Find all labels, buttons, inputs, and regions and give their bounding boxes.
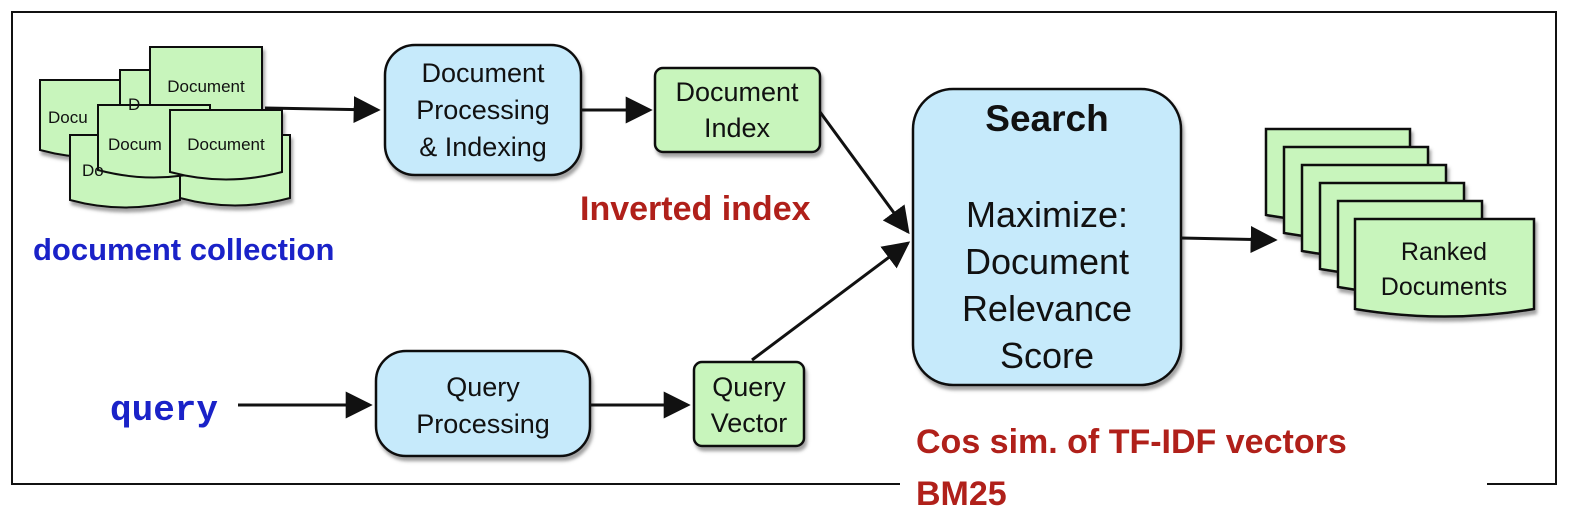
doc-fragment-label: D — [128, 95, 140, 114]
query-processing-box — [374, 349, 592, 458]
arrow-search-to-ranked — [1180, 225, 1278, 253]
query-vector-line-2: Vector — [711, 408, 788, 438]
query-vector-box — [692, 360, 806, 448]
index-line-2: Index — [704, 113, 771, 143]
arrow-collection-to-processing — [264, 96, 381, 124]
search-box — [911, 87, 1183, 387]
query-word: query — [110, 390, 218, 431]
doc-fragment-label: Docum — [108, 135, 162, 154]
doc-fragment-label: Do — [82, 161, 104, 180]
query-processing-line-1: Query — [446, 372, 520, 402]
ranked-documents-stack — [1264, 127, 1536, 318]
query-processing-line-2: Processing — [416, 409, 550, 439]
document-index-box — [653, 66, 822, 154]
inverted-index-note: Inverted index — [580, 190, 811, 228]
methods-line-2: BM25 — [916, 475, 1007, 513]
doc-fragment-label: Docu — [48, 108, 88, 127]
processing-line-1: Document — [421, 58, 545, 88]
search-line-1: Maximize: — [966, 194, 1128, 235]
doc-label: Document — [187, 135, 265, 154]
search-line-2: Document — [965, 241, 1129, 282]
outer-frame — [11, 11, 1557, 485]
arrow-index-to-search — [818, 111, 910, 235]
document-collection-stack — [39, 46, 291, 209]
search-title: Search — [985, 98, 1108, 139]
ranked-line-2: Documents — [1381, 273, 1507, 301]
index-line-1: Document — [675, 77, 799, 107]
search-line-3: Relevance — [962, 288, 1132, 329]
arrow-vector-to-search — [751, 241, 911, 362]
document-collection-caption: document collection — [33, 232, 334, 267]
ranked-sheet — [1353, 217, 1536, 318]
processing-line-3: & Indexing — [419, 132, 547, 162]
query-vector-line-1: Query — [712, 372, 786, 402]
search-line-4: Score — [1000, 335, 1094, 376]
doc-sheet — [169, 109, 283, 181]
doc-label: Document — [167, 77, 245, 96]
methods-line-1: Cos sim. of TF-IDF vectors — [916, 423, 1347, 461]
processing-line-2: Processing — [416, 95, 550, 125]
ranked-line-1: Ranked — [1401, 238, 1487, 266]
